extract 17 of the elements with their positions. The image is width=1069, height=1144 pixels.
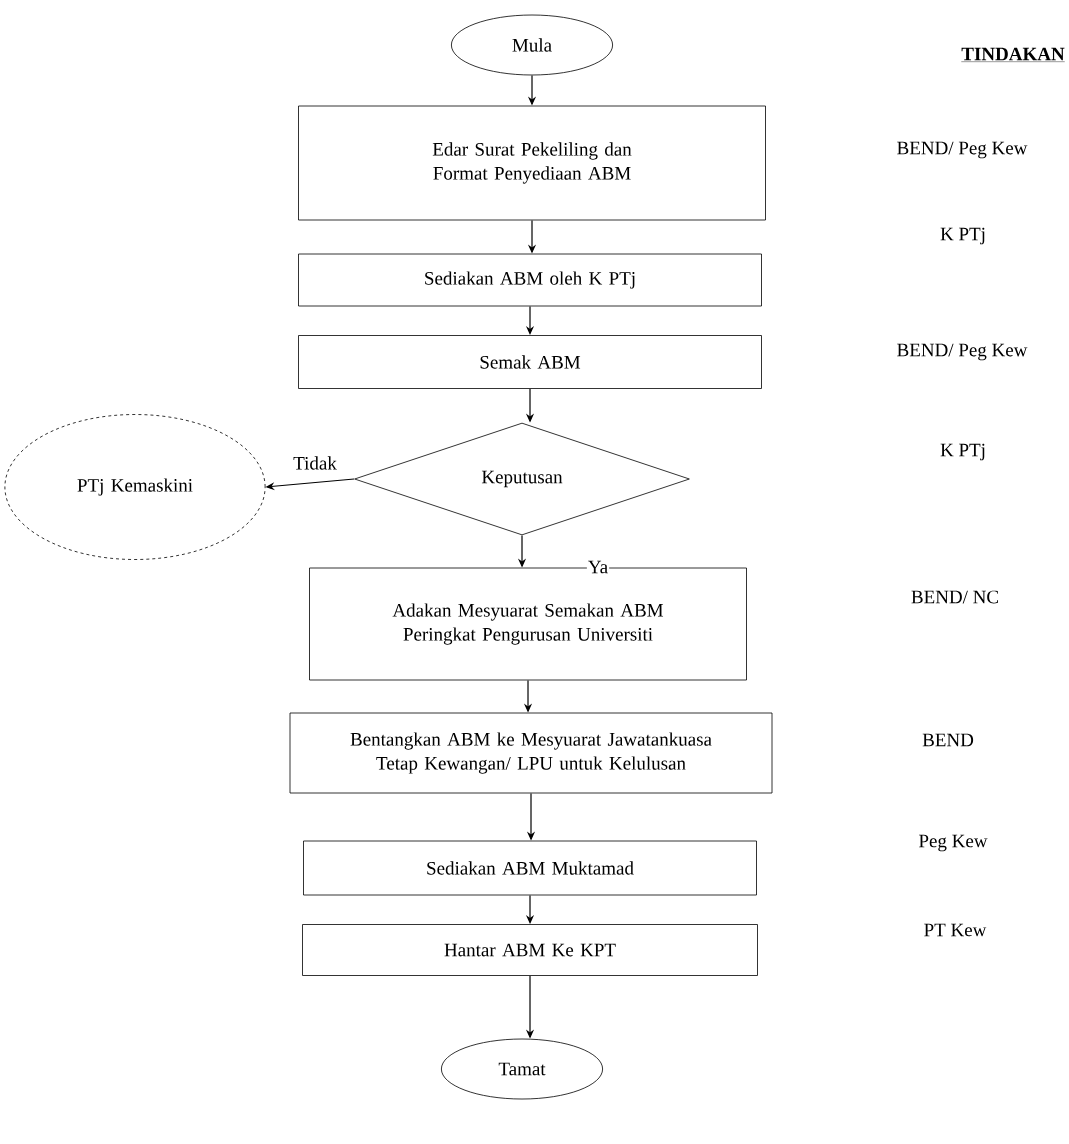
actor-label: BEND/ Peg Kew xyxy=(897,343,1028,361)
actor-label: K PTj xyxy=(940,227,985,245)
process-box: Edar Surat Pekeliling dan Format Penyediaan ABM xyxy=(298,105,766,221)
actor-label: BEND xyxy=(922,733,974,747)
actor-label: Peg Kew xyxy=(919,834,988,852)
process-box: Bentangkan ABM ke Mesyuarat Jawatankuasa Tetap Kewangan/ LPU untuk Kelulusan xyxy=(289,712,773,794)
process-box: Hantar ABM Ke KPT xyxy=(302,924,758,976)
actor-label: BEND/ Peg Kew xyxy=(897,141,1028,159)
actor-label: K PTj xyxy=(940,443,985,461)
process-box: Semak ABM xyxy=(298,335,762,389)
process-box: Sediakan ABM oleh K PTj xyxy=(298,253,762,307)
edge-label: Tidak xyxy=(292,455,338,471)
process-box: Sediakan ABM Muktamad xyxy=(303,840,757,896)
actor-label: BEND/ NC xyxy=(911,590,999,604)
column-heading: TINDAKAN xyxy=(961,47,1065,62)
edge-label: Ya xyxy=(586,559,610,575)
actor-label: PT Kew xyxy=(924,923,987,937)
